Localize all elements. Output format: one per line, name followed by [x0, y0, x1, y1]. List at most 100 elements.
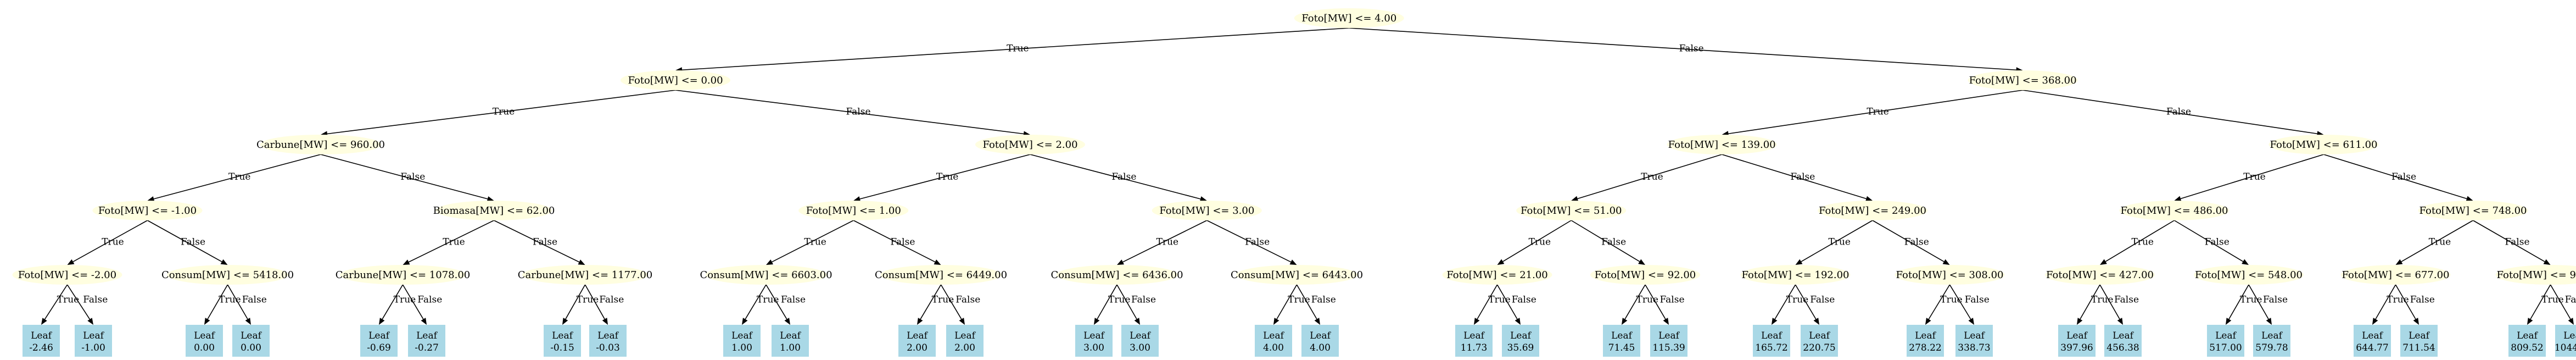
tree-edge: True	[67, 220, 148, 265]
edge-label: True	[2132, 237, 2154, 248]
tree-edge: False	[2395, 284, 2435, 325]
decision-node-label: Consum[MW] <= 6449.00	[875, 269, 1007, 281]
tree-edge: True	[1497, 220, 1572, 265]
leaf-title: Leaf	[1658, 330, 1680, 341]
tree-edge: True	[2174, 154, 2324, 202]
tree-edge: False	[147, 220, 228, 265]
arrowhead-icon	[421, 318, 427, 325]
arrowhead-icon	[1289, 259, 1297, 265]
edge-label: True	[1636, 295, 1658, 306]
leaf-title: Leaf	[31, 330, 52, 341]
leaf-value: 456.38	[2106, 342, 2139, 353]
leaf-node-shape	[23, 325, 60, 357]
edge-line	[1774, 284, 1796, 320]
leaf-node-shape	[1650, 325, 1687, 357]
decision-node-shape	[798, 201, 909, 220]
decision-node-label: Foto[MW] <= 308.00	[1896, 269, 2004, 281]
decision-node-label: Foto[MW] <= 139.00	[1668, 139, 1776, 151]
decision-node: Carbune[MW] <= 1177.00	[518, 265, 653, 285]
decision-node: Foto[MW] <= 1.00	[798, 201, 909, 220]
leaf-title: Leaf	[2362, 330, 2383, 341]
edge-line	[920, 284, 942, 320]
tree-edge: False	[2099, 284, 2139, 325]
decision-node-label: Biomasa[MW] <= 62.00	[433, 205, 555, 217]
edge-label: False	[846, 107, 871, 118]
leaf-value: 1.00	[731, 342, 752, 353]
decision-node: Foto[MW] <= 51.00	[1516, 201, 1627, 220]
tree-edge: True	[1094, 284, 1130, 325]
arrowhead-icon	[2266, 318, 2272, 325]
decision-node: Foto[MW] <= 3.00	[1152, 201, 1262, 220]
arrowhead-icon	[562, 318, 568, 325]
arrowhead-icon	[1515, 318, 1521, 325]
decision-node-label: Carbune[MW] <= 1177.00	[518, 269, 653, 281]
leaf-title: Leaf	[1463, 330, 1485, 341]
tree-edge: True	[2100, 220, 2175, 265]
leaf-value: 338.73	[1958, 342, 1990, 353]
edge-line	[327, 90, 676, 135]
tree-edge: True	[1772, 284, 1808, 325]
edge-label: True	[1108, 295, 1130, 306]
leaf-value: -0.69	[367, 342, 391, 353]
decision-node: Biomasa[MW] <= 62.00	[433, 201, 555, 220]
arrowhead-icon	[1094, 318, 1100, 325]
edge-label: False	[1904, 237, 1929, 248]
decision-node-label: Consum[MW] <= 6436.00	[1050, 269, 1183, 281]
edge-line	[2375, 284, 2396, 320]
arrowhead-icon	[2100, 259, 2107, 265]
arrowhead-icon	[2174, 196, 2182, 202]
decision-node-shape	[1818, 201, 1927, 220]
edge-label: True	[2243, 171, 2265, 182]
edge-line	[227, 284, 248, 320]
edge-line	[494, 220, 580, 263]
leaf-title: Leaf	[1915, 330, 1936, 341]
edge-line	[2080, 284, 2100, 319]
leaf-node: Leaf-1.00	[75, 325, 112, 357]
edge-line	[1030, 154, 1201, 200]
edge-label: True	[228, 171, 250, 182]
edge-label: True	[102, 237, 124, 248]
leaf-node-shape	[1075, 325, 1113, 357]
decision-node: Foto[MW] <= 427.00	[2045, 265, 2155, 285]
leaf-value: -0.27	[415, 342, 439, 353]
tree-edge: True	[766, 220, 854, 265]
edge-line	[1722, 154, 1867, 200]
edge-label: False	[400, 171, 425, 182]
arrowhead-icon	[1942, 259, 1950, 265]
decision-node: Carbune[MW] <= 1078.00	[336, 265, 470, 285]
arrowhead-icon	[742, 318, 748, 325]
arrowhead-icon	[1663, 318, 1669, 325]
leaf-node-shape	[360, 325, 398, 357]
arrowhead-icon	[1925, 318, 1931, 325]
tree-edge: False	[1206, 220, 1297, 265]
leaf-node-shape	[1502, 325, 1539, 357]
leaf-value: 3.00	[1083, 342, 1104, 353]
arrowhead-icon	[2117, 318, 2123, 325]
leaf-node-shape	[1301, 325, 1339, 357]
tree-edge: True	[379, 284, 416, 325]
decision-node: Foto[MW] <= 611.00	[2268, 135, 2379, 154]
edge-line	[859, 154, 1031, 200]
edge-line	[44, 284, 68, 320]
edge-line	[2395, 284, 2416, 320]
edge-label: True	[577, 295, 599, 306]
leaf-value: 2.00	[907, 342, 927, 353]
decision-node-shape	[1667, 135, 1777, 154]
arrowhead-icon	[379, 318, 385, 325]
tree-edge: False	[1949, 284, 1990, 325]
decision-node-label: Foto[MW] <= 900.00	[2497, 269, 2576, 281]
leaf-value: 0.00	[194, 342, 215, 353]
edge-label: True	[2240, 295, 2262, 306]
leaf-node-shape	[1603, 325, 1640, 357]
edge-label: True	[493, 107, 515, 118]
decision-node: Foto[MW] <= -2.00	[12, 265, 122, 285]
edge-line	[2174, 220, 2244, 262]
edge-label: False	[1111, 171, 1136, 182]
tree-edge: False	[1571, 220, 1645, 265]
decision-node-label: Foto[MW] <= 0.00	[628, 75, 723, 86]
